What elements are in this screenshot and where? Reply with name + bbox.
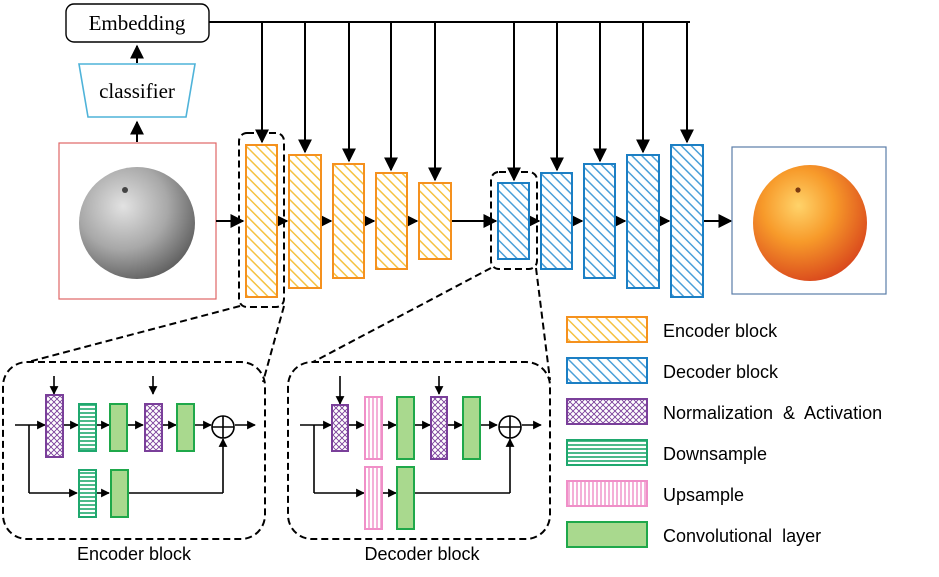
- dec-conv-2: [462, 396, 481, 460]
- dec-conv-3: [396, 466, 415, 530]
- legend-label-norm: Normalization & Activation: [663, 403, 882, 423]
- decoder-block-5: [670, 144, 704, 298]
- decoder-block-detail: Decoder block: [287, 361, 551, 564]
- output-image: [731, 146, 887, 295]
- legend-swatch-norm: [566, 398, 648, 425]
- encoder-stack: [245, 144, 452, 298]
- decoder-block-3: [583, 163, 616, 279]
- dec-norm-1: [331, 404, 349, 452]
- input-image: [58, 142, 217, 300]
- legend-label-down: Downsample: [663, 444, 767, 464]
- legend: Encoder block Decoder block Normalizatio…: [566, 316, 882, 548]
- legend-label-encoder: Encoder block: [663, 321, 778, 341]
- encoder-highlight: [238, 132, 285, 308]
- enc-sum-node: [211, 415, 235, 439]
- encoder-block-caption: Encoder block: [77, 544, 192, 564]
- encoder-block-detail: Encoder block: [2, 361, 266, 564]
- enc-conv-2: [176, 403, 195, 452]
- dec-up-1: [364, 396, 383, 460]
- decoder-highlight: [490, 171, 538, 270]
- embedding-node: Embedding: [65, 3, 210, 43]
- decoder-block-2: [540, 172, 573, 270]
- legend-label-conv: Convolutional layer: [663, 526, 821, 546]
- enc-norm-2: [144, 403, 163, 452]
- encoder-block-5: [418, 182, 452, 260]
- encoder-block-4: [375, 172, 408, 270]
- enc-conv-3: [110, 469, 129, 518]
- classifier-node: classifier: [78, 44, 196, 142]
- decoder-block-1: [497, 182, 530, 260]
- embedding-bus: [209, 21, 694, 182]
- legend-swatch-decoder: [566, 357, 648, 384]
- legend-swatch-conv: [566, 521, 648, 548]
- embedding-label: Embedding: [89, 11, 186, 35]
- enc-down-1: [78, 403, 97, 452]
- dec-norm-2: [430, 396, 448, 460]
- encoder-block-2: [288, 154, 322, 289]
- dec-sum-node: [498, 415, 522, 439]
- encoder-block-1: [245, 144, 278, 298]
- zoom-lines: [27, 267, 551, 383]
- encoder-block-3: [332, 163, 365, 279]
- classifier-label: classifier: [99, 79, 175, 103]
- enc-conv-1: [109, 403, 128, 452]
- dec-conv-1: [396, 396, 415, 460]
- legend-swatch-up: [566, 480, 648, 507]
- enc-down-2: [78, 469, 97, 518]
- enc-norm-1: [45, 394, 64, 458]
- decoder-block-4: [626, 154, 660, 289]
- decoder-block-caption: Decoder block: [364, 544, 480, 564]
- legend-label-up: Upsample: [663, 485, 744, 505]
- decoder-stack: [497, 144, 704, 298]
- dec-up-2: [364, 466, 383, 530]
- legend-swatch-down: [566, 439, 648, 466]
- legend-label-decoder: Decoder block: [663, 362, 779, 382]
- legend-swatch-encoder: [566, 316, 648, 343]
